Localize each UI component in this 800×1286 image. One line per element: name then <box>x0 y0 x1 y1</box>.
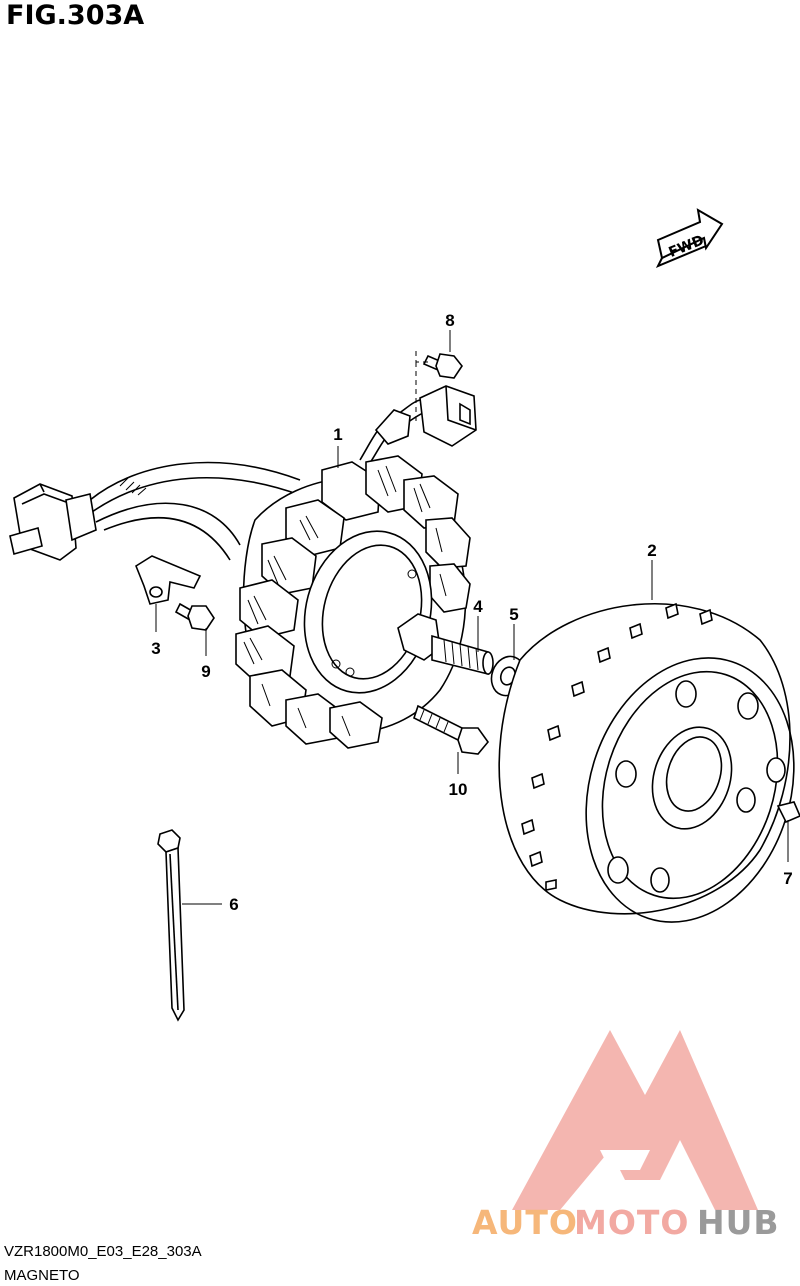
callout-10: 10 <box>449 780 468 799</box>
fwd-arrow-icon: FWD <box>655 208 724 268</box>
screw <box>174 602 215 631</box>
cable-tie <box>157 829 185 1022</box>
stator-coil <box>235 455 471 749</box>
callout-3: 3 <box>151 639 160 658</box>
figure-code: VZR1800M0_E03_E28_303A <box>4 1243 202 1260</box>
stud-bolt <box>397 613 494 676</box>
callout-5: 5 <box>509 605 518 624</box>
callout-8: 8 <box>445 311 454 330</box>
callout-2: 2 <box>647 541 656 560</box>
plug-connector <box>9 483 97 561</box>
woodruff-key <box>776 801 800 824</box>
wire-harness <box>9 385 477 561</box>
callout-4: 4 <box>473 597 483 616</box>
watermark-moto: MOTO <box>574 1203 689 1242</box>
callout-1: 1 <box>333 425 342 444</box>
long-bolt <box>413 704 490 755</box>
figure-title: FIG.303A <box>6 0 144 31</box>
watermark-logo <box>512 1030 758 1210</box>
screw-top <box>422 353 463 379</box>
magneto-rotor <box>498 602 795 923</box>
watermark-auto: AUTO <box>472 1203 578 1242</box>
leader-lines <box>155 330 789 905</box>
bracket-clamp <box>135 555 202 605</box>
figure-name: MAGNETO <box>4 1267 80 1284</box>
callout-7: 7 <box>783 869 792 888</box>
callouts: 1 2 3 4 5 6 7 8 9 10 <box>151 311 792 914</box>
callout-9: 9 <box>201 662 210 681</box>
callout-6: 6 <box>229 895 238 914</box>
small-connector <box>419 385 477 447</box>
watermark-hub: HUB <box>697 1203 780 1242</box>
